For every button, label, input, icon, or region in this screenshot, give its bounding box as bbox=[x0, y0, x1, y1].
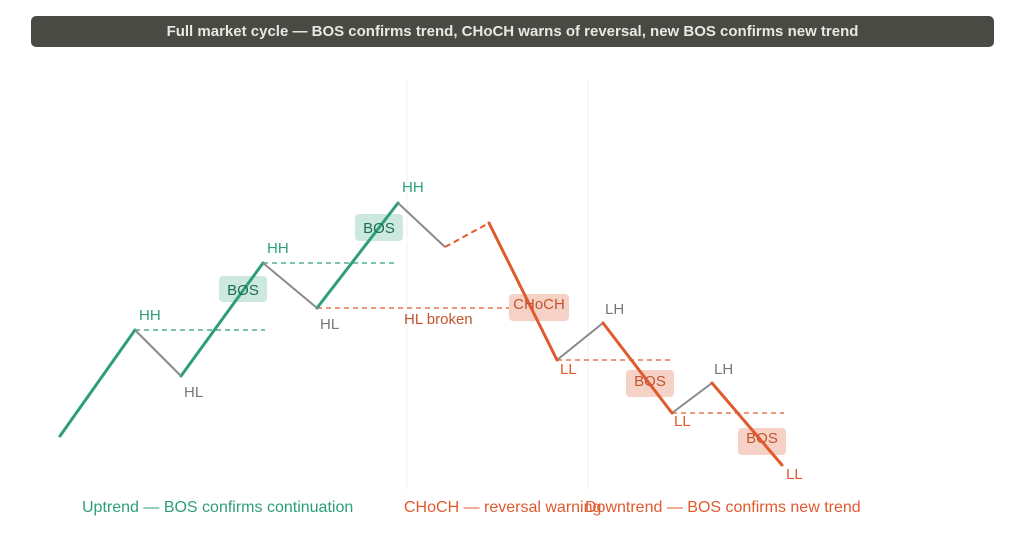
downtrend-caption: Downtrend — BOS confirms new trend bbox=[585, 499, 861, 516]
pullback-1 bbox=[134, 329, 182, 377]
lh2-label: LH bbox=[714, 361, 733, 378]
downtrend-impulse-3 bbox=[710, 381, 784, 467]
uptrend-impulse-2 bbox=[179, 261, 265, 378]
downtrend-impulse-2 bbox=[601, 321, 674, 415]
hl-broken-label: HL broken bbox=[404, 311, 473, 328]
lower-high-retrace bbox=[444, 222, 490, 248]
hl1-label: HL bbox=[184, 384, 203, 401]
lh1-label: LH bbox=[605, 301, 624, 318]
bos4-label: BOS bbox=[746, 430, 778, 447]
title-bar: Full market cycle — BOS confirms trend, … bbox=[31, 16, 994, 47]
choch-label: CHoCH bbox=[513, 296, 565, 313]
pullback-2 bbox=[262, 262, 318, 309]
ll2-label: LL bbox=[674, 413, 691, 430]
hh1-label: HH bbox=[139, 307, 161, 324]
uptrend-caption: Uptrend — BOS confirms continuation bbox=[82, 499, 353, 516]
uptrend-impulse-3 bbox=[315, 201, 400, 310]
bos3-label: BOS bbox=[634, 373, 666, 390]
hl2-label: HL bbox=[320, 316, 339, 333]
ll3-label: LL bbox=[786, 466, 803, 483]
downtrend-impulse-1 bbox=[487, 221, 559, 362]
bos2-label: BOS bbox=[363, 220, 395, 237]
hh2-label: HH bbox=[267, 240, 289, 257]
page-title: Full market cycle — BOS confirms trend, … bbox=[166, 23, 859, 40]
ll1-label: LL bbox=[560, 361, 577, 378]
pullback-4 bbox=[556, 322, 604, 361]
pullback-5 bbox=[671, 382, 713, 414]
pullback-3 bbox=[397, 202, 446, 248]
choch-caption: CHoCH — reversal warning bbox=[404, 499, 601, 516]
choch-badge bbox=[509, 294, 569, 321]
hh3-label: HH bbox=[402, 179, 424, 196]
bos1-label: BOS bbox=[227, 282, 259, 299]
uptrend-impulse-1 bbox=[58, 328, 137, 438]
